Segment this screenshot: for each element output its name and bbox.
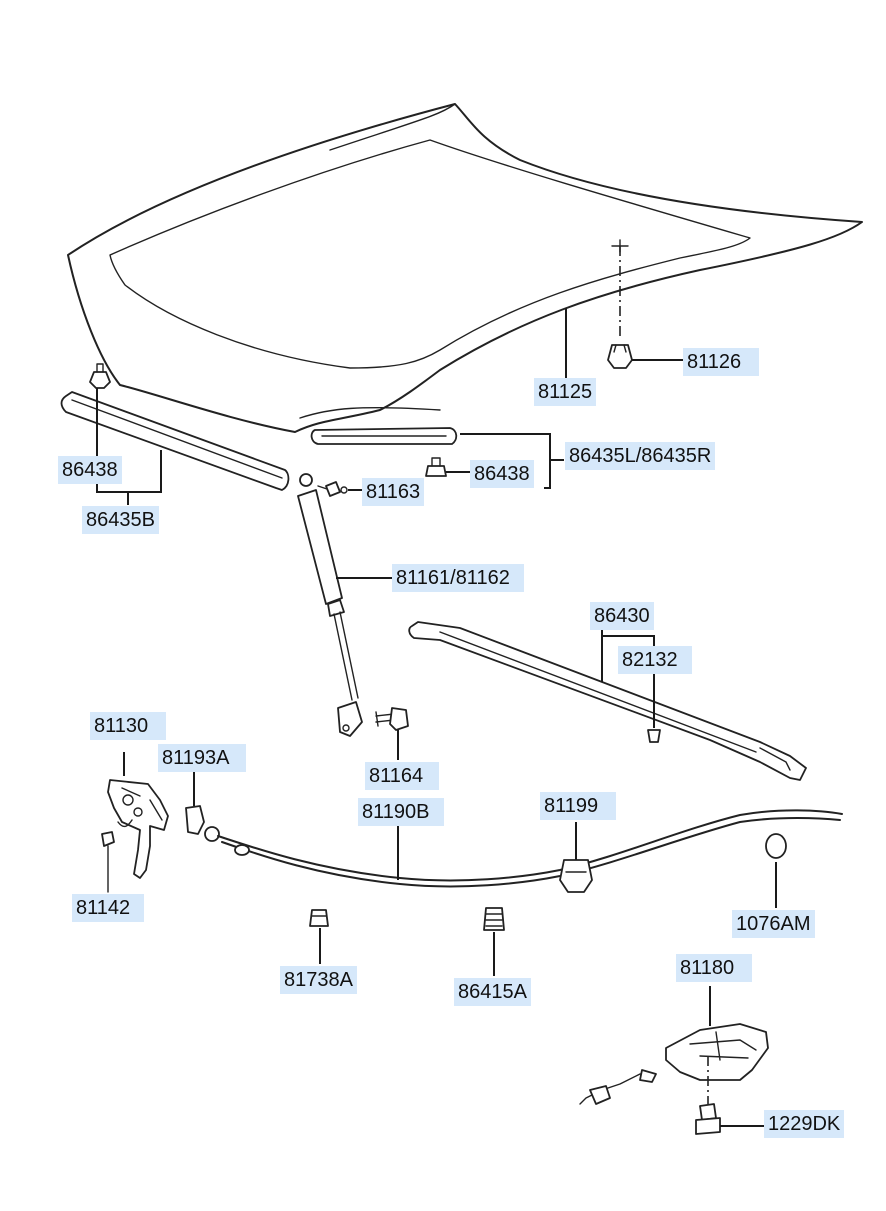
bolt-1229DK bbox=[695, 1056, 764, 1135]
release-cable-81190B bbox=[204, 809, 843, 888]
weatherstrip-86435B bbox=[60, 391, 290, 491]
label-81125[interactable]: 81125 bbox=[534, 378, 597, 406]
hood-lift-strut bbox=[297, 473, 363, 737]
bolt-81142 bbox=[101, 831, 115, 893]
label-86430[interactable]: 86430 bbox=[590, 602, 654, 630]
label-1076AM[interactable]: 1076AM bbox=[732, 910, 815, 938]
label-81738A[interactable]: 81738A bbox=[280, 966, 357, 994]
label-81180[interactable]: 81180 bbox=[676, 954, 752, 982]
bumper-86415A bbox=[483, 907, 505, 976]
label-86415A[interactable]: 86415A bbox=[454, 978, 531, 1006]
hood-clip-81126 bbox=[607, 239, 633, 369]
hood-latch-81130 bbox=[107, 752, 169, 879]
bolt-81163 bbox=[325, 481, 348, 497]
label-1229DK[interactable]: 1229DK bbox=[764, 1110, 845, 1138]
label-86435L-86435R[interactable]: 86435L/86435R bbox=[565, 442, 716, 470]
weatherstrip-86430 bbox=[408, 621, 807, 781]
plug-1076AM bbox=[765, 833, 787, 908]
grommet-81199 bbox=[559, 822, 593, 893]
label-86435B[interactable]: 86435B bbox=[82, 506, 159, 534]
label-81130[interactable]: 81130 bbox=[90, 712, 166, 740]
label-82132[interactable]: 82132 bbox=[618, 646, 692, 674]
label-81190B[interactable]: 81190B bbox=[358, 798, 444, 826]
label-81161-81162[interactable]: 81161/81162 bbox=[392, 564, 524, 592]
bumper-81738A bbox=[309, 909, 329, 964]
cable-clip-81193A bbox=[185, 770, 205, 835]
label-81164[interactable]: 81164 bbox=[365, 762, 439, 790]
weatherstrip-86435LR bbox=[310, 427, 458, 445]
label-81126[interactable]: 81126 bbox=[683, 348, 759, 376]
label-86438-right[interactable]: 86438 bbox=[470, 460, 534, 488]
label-81142[interactable]: 81142 bbox=[72, 894, 144, 922]
hood-panel bbox=[67, 103, 863, 433]
label-81193A[interactable]: 81193A bbox=[158, 744, 246, 772]
hood-lock-81180 bbox=[579, 986, 769, 1105]
clip-86438-left bbox=[89, 363, 111, 389]
stud-81164 bbox=[375, 707, 409, 731]
label-81163[interactable]: 81163 bbox=[362, 478, 425, 506]
clip-82132 bbox=[647, 729, 661, 743]
label-86438-left[interactable]: 86438 bbox=[58, 456, 122, 484]
label-81199[interactable]: 81199 bbox=[540, 792, 616, 820]
clip-86438-right bbox=[425, 457, 447, 477]
